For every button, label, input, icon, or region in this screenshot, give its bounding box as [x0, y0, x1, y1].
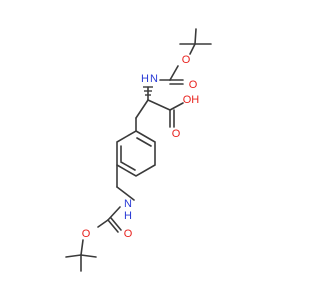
bond-tbu-bottom-methyl-1 — [65, 254, 82, 258]
atom-o-ether-bottom: O — [82, 228, 91, 240]
molecule-canvas: O O N H OH O N H O O — [65, 28, 212, 272]
bond-tbu-top-to-o — [189, 43, 196, 55]
bond-ring-double-1 — [136, 137, 152, 147]
atom-labels: O O N H OH O N H O O — [82, 54, 200, 240]
bond-benzene-ring — [116, 130, 156, 177]
atom-oh-acid: OH — [183, 94, 200, 106]
bond-alpha-to-acid-c — [147, 99, 171, 111]
atom-nh-top-h: H — [141, 73, 149, 85]
atom-nh-top: N — [150, 73, 158, 85]
atom-o-ether-top: O — [182, 54, 191, 66]
structure-diagram: O O N H OH O N H O O — [65, 28, 212, 272]
bond-ch2-to-n-bottom — [116, 186, 135, 201]
bond-layer — [65, 28, 212, 272]
atom-o-acid-carbonyl: O — [172, 128, 181, 140]
bond-carbonyl-bottom-c-o-2 — [110, 217, 122, 231]
bond-carbonyl-bottom-c-o-1 — [107, 219, 119, 233]
atom-o-carbonyl-top: O — [189, 79, 198, 91]
bond-tbu-bottom-methyl-2 — [80, 254, 97, 258]
atom-nh-bottom-h: H — [124, 210, 132, 222]
bond-o-to-tbu-bottom — [80, 239, 84, 256]
bond-o-to-carbonyl-top — [169, 65, 179, 81]
atom-o-carbonyl-bottom: O — [124, 228, 133, 240]
atom-nh-bottom: N — [124, 198, 132, 210]
bond-acid-c-to-o — [169, 102, 184, 111]
bond-n-to-carbonyl-bottom — [107, 206, 121, 221]
bond-carbonyl-bottom-to-o — [97, 219, 109, 228]
bond-alpha-to-ch2 — [135, 99, 149, 119]
bond-tbu-top-methyl-1 — [194, 28, 197, 45]
bond-ring-double-2 — [120, 161, 136, 171]
stereo-hash-wedge — [143, 86, 153, 96]
